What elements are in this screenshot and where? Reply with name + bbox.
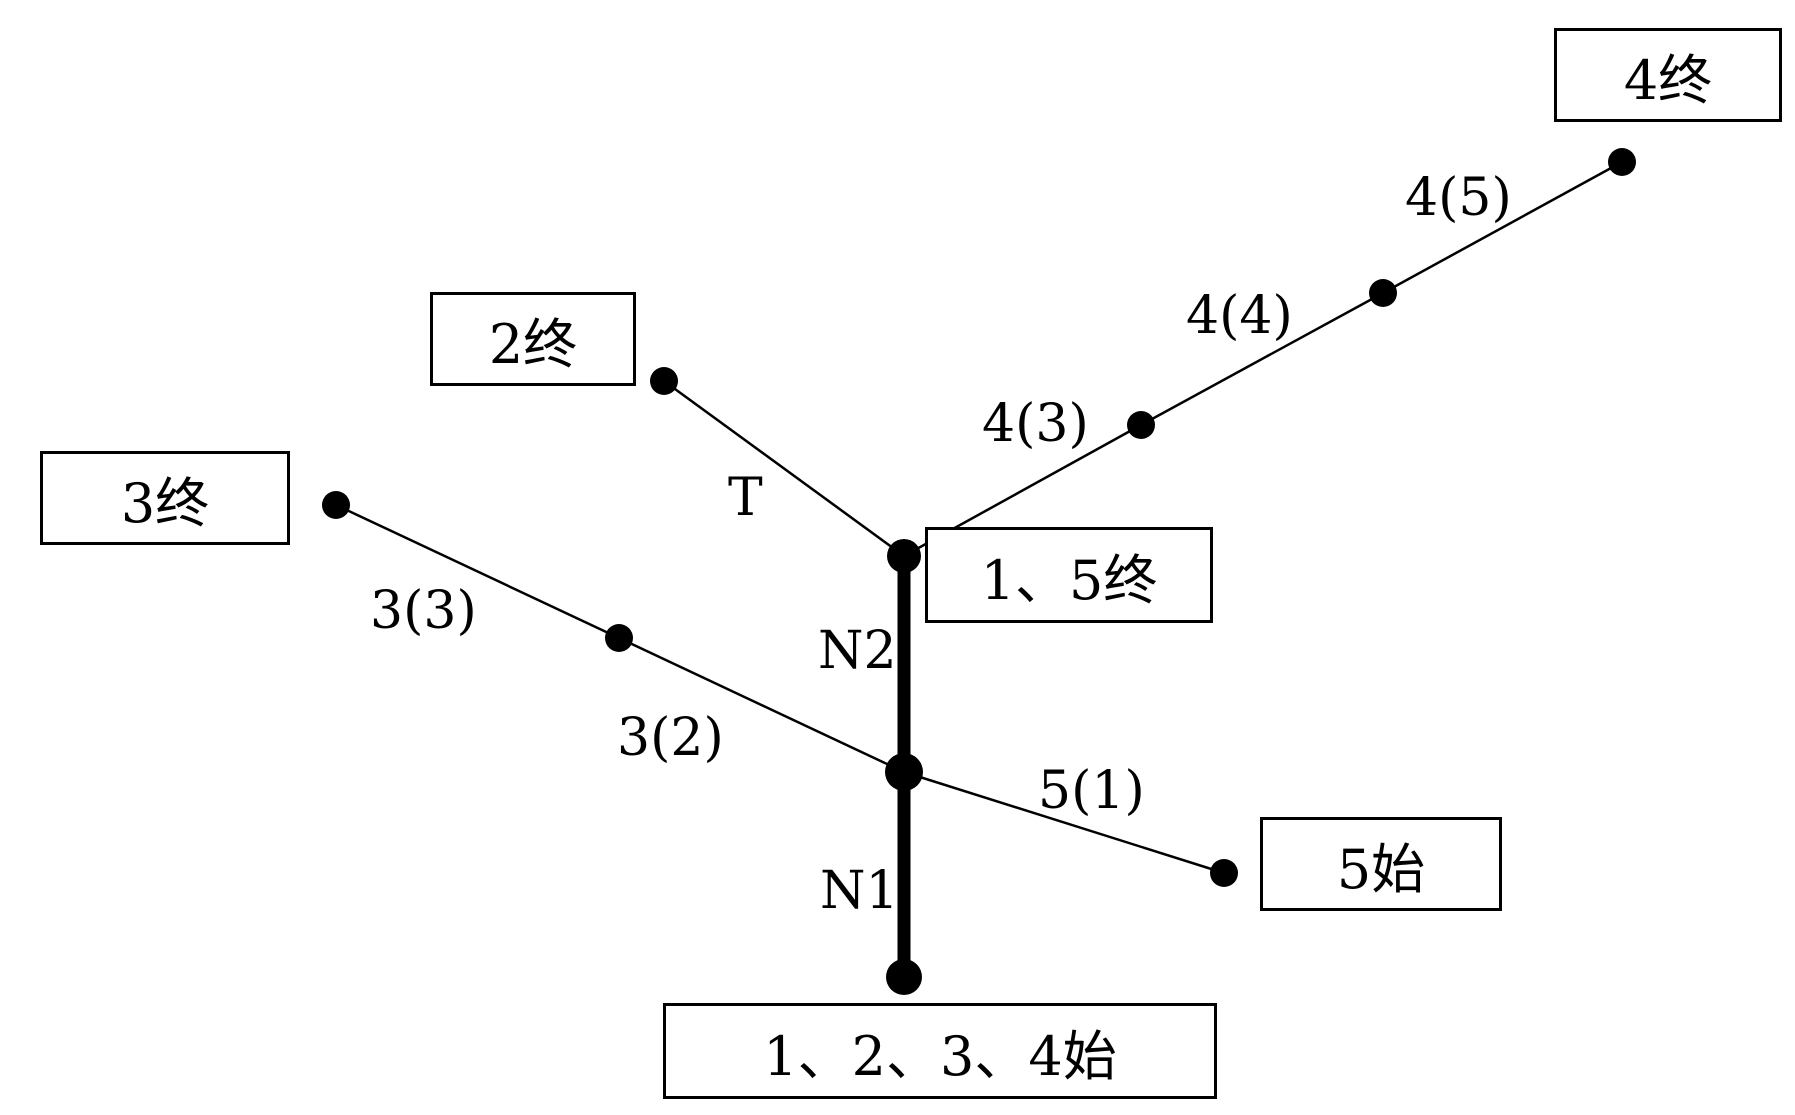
node-end-4: [1608, 148, 1636, 176]
box-end-1-5: 1、5终: [925, 527, 1213, 623]
box-end-4: 4终: [1554, 28, 1782, 122]
branch-t-line: [663, 379, 905, 558]
branch-3-line-a: [618, 636, 905, 774]
node-junction-n1-n2: [885, 753, 923, 791]
node-trunk-bottom: [886, 959, 922, 995]
segment-label-4-4: 4(4): [1186, 286, 1293, 346]
node-junction-top: [887, 539, 921, 573]
node-3-mid: [605, 624, 633, 652]
segment-label-4-3: 4(3): [982, 394, 1089, 454]
segment-label-3-3: 3(3): [370, 581, 477, 641]
node-4-4: [1369, 279, 1397, 307]
segment-label-n1: N1: [820, 861, 899, 921]
segment-label-4-5: 4(5): [1405, 168, 1512, 228]
branch-4-line-b: [1140, 291, 1384, 427]
branch-3-line-b: [335, 503, 620, 640]
box-start-1-2-3-4: 1、2、3、4始: [663, 1003, 1217, 1099]
segment-label-3-2: 3(2): [617, 708, 724, 768]
node-4-3: [1127, 411, 1155, 439]
box-end-2: 2终: [430, 292, 636, 386]
branch-5-line: [903, 770, 1225, 875]
box-end-3: 3终: [40, 451, 290, 545]
node-end-3: [322, 491, 350, 519]
node-start-5: [1210, 859, 1238, 887]
branch-4-line-c: [1382, 160, 1623, 295]
segment-label-n2: N2: [818, 621, 897, 681]
node-end-2: [650, 367, 678, 395]
segment-label-5-1: 5(1): [1038, 761, 1145, 821]
box-start-5: 5始: [1260, 817, 1502, 911]
segment-label-t: T: [728, 468, 763, 528]
